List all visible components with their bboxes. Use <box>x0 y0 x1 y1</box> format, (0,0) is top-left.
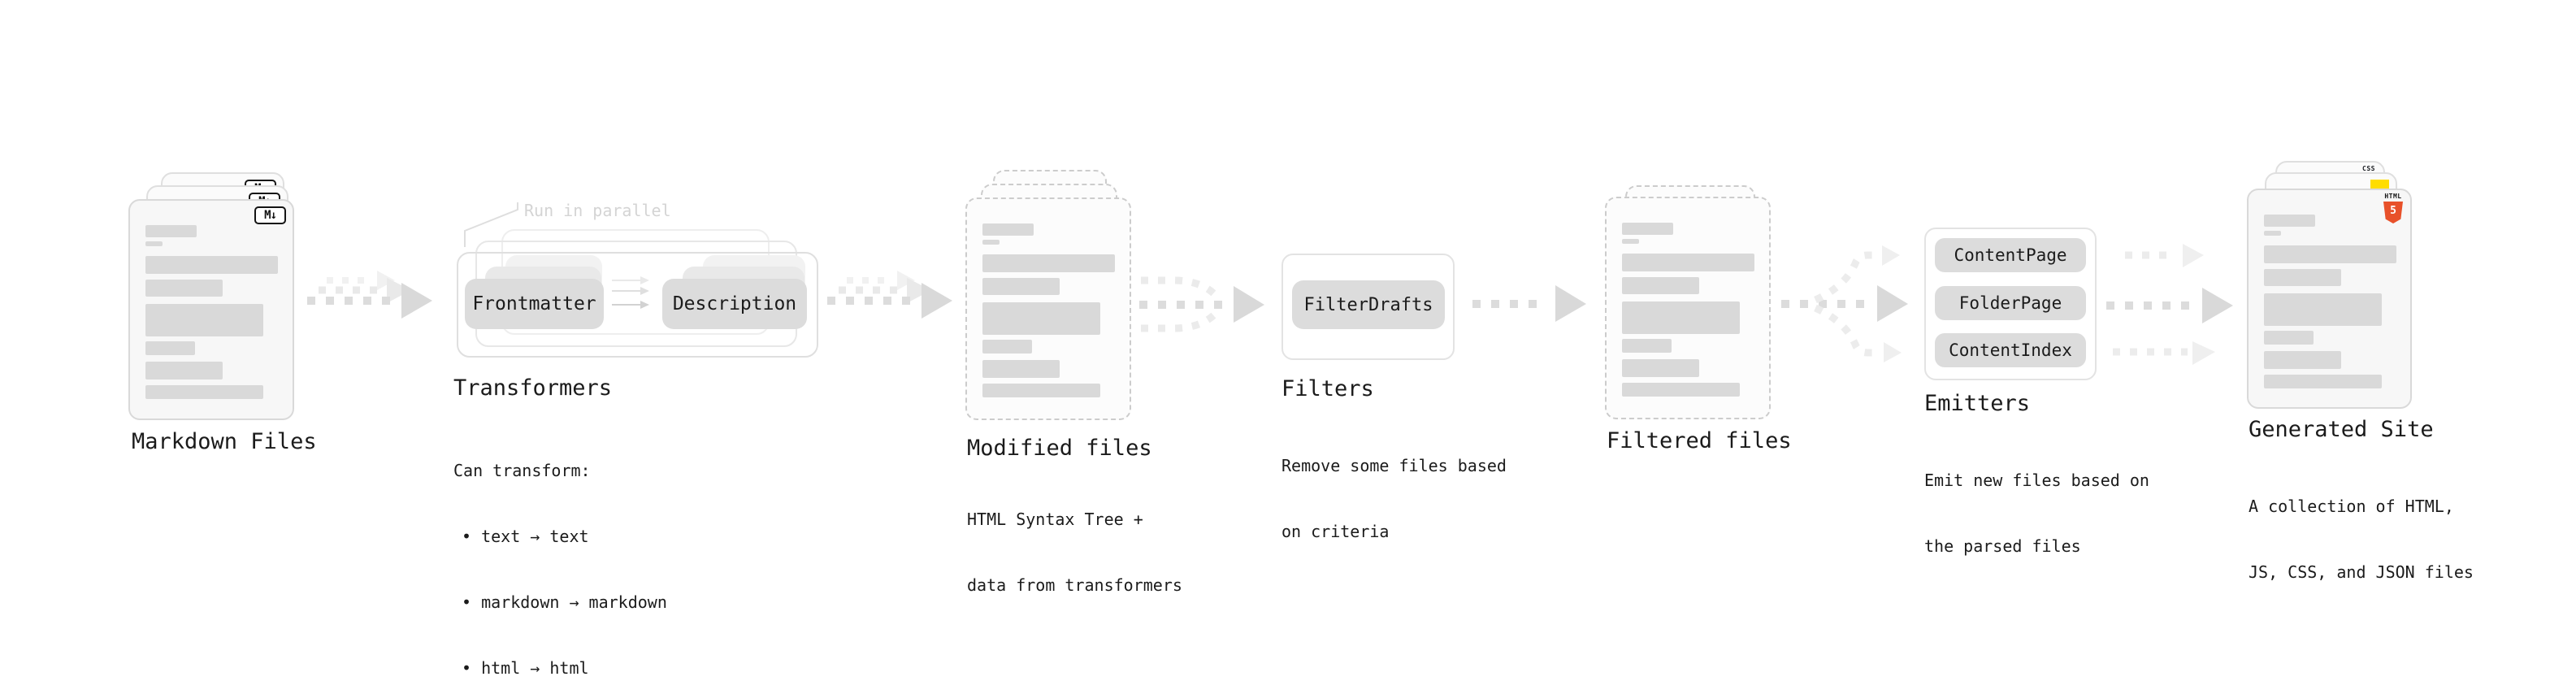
subtitle-line: on criteria <box>1281 522 1390 541</box>
placeholder-bar <box>1622 277 1699 294</box>
filtered-file-card-front <box>1605 197 1771 419</box>
contentpage-node: ContentPage <box>1935 238 2086 272</box>
placeholder-bar <box>982 384 1100 397</box>
placeholder-bar <box>145 241 163 246</box>
transformer-box-front <box>457 252 818 358</box>
transformers-description: Can transform: • text → text • markdown … <box>453 416 667 681</box>
placeholder-bar <box>1622 359 1699 377</box>
modified-files-subtitle: HTML Syntax Tree + data from transformer… <box>967 465 1182 640</box>
placeholder-bar <box>982 240 1000 245</box>
placeholder-bar <box>982 360 1060 378</box>
placeholder-bar <box>1622 383 1740 397</box>
filtered-files-label: Filtered files <box>1607 428 1792 453</box>
placeholder-bar <box>145 362 223 380</box>
subtitle-line: data from transformers <box>967 575 1182 595</box>
frontmatter-node: Frontmatter <box>465 279 604 329</box>
modified-file-card-front <box>965 197 1131 420</box>
placeholder-bar <box>982 302 1100 335</box>
description-node: Description <box>662 279 807 329</box>
transformers-desc-heading: Can transform: <box>453 461 591 480</box>
subtitle-line: JS, CSS, and JSON files <box>2249 562 2474 582</box>
placeholder-bar <box>1622 254 1754 271</box>
placeholder-bar <box>2264 269 2341 286</box>
subtitle-line: Remove some files based <box>1281 456 1507 475</box>
placeholder-bar <box>2264 231 2281 236</box>
generated-site-subtitle: A collection of HTML, JS, CSS, and JSON … <box>2249 452 2474 627</box>
placeholder-bar <box>982 340 1032 354</box>
placeholder-bar <box>145 225 197 237</box>
subtitle-line: A collection of HTML, <box>2249 497 2454 516</box>
css-icon-label: CSS <box>2362 165 2375 172</box>
filterdrafts-node: FilterDrafts <box>1292 280 1445 329</box>
placeholder-bar <box>2264 293 2382 326</box>
placeholder-bar <box>145 280 223 297</box>
placeholder-bar <box>2264 375 2382 388</box>
placeholder-bar <box>1622 301 1740 334</box>
transformers-label: Transformers <box>453 375 613 401</box>
placeholder-bar <box>2264 215 2315 227</box>
doc-content-bars <box>130 201 293 419</box>
contentindex-node: ContentIndex <box>1935 333 2086 367</box>
placeholder-bar <box>982 278 1060 295</box>
transformers-bullet: • markdown → markdown <box>462 592 667 612</box>
subtitle-line: the parsed files <box>1924 536 2081 556</box>
html5-icon-label: HTML <box>2384 193 2402 200</box>
markdown-files-label: Markdown Files <box>132 429 317 454</box>
generated-site-label: Generated Site <box>2249 417 2434 442</box>
run-in-parallel-annotation: Run in parallel <box>524 201 671 220</box>
modified-files-label: Modified files <box>967 436 1152 461</box>
emitters-subtitle: Emit new files based on the parsed files <box>1924 426 2149 601</box>
placeholder-bar <box>982 254 1115 272</box>
placeholder-bar <box>145 256 278 274</box>
placeholder-bar <box>1622 339 1672 353</box>
placeholder-bar <box>1622 223 1673 235</box>
filters-label: Filters <box>1281 376 1374 401</box>
placeholder-bar <box>1622 239 1639 244</box>
placeholder-bar <box>2264 245 2396 263</box>
doc-content-bars <box>967 199 1130 419</box>
filters-subtitle: Remove some files based on criteria <box>1281 411 1507 587</box>
placeholder-bar <box>2264 331 2314 345</box>
doc-content-bars <box>2249 190 2410 407</box>
subtitle-line: HTML Syntax Tree + <box>967 510 1143 529</box>
placeholder-bar <box>145 385 263 399</box>
placeholder-bar <box>982 223 1034 236</box>
subtitle-line: Emit new files based on <box>1924 471 2149 490</box>
placeholder-bar <box>145 341 195 355</box>
placeholder-bar <box>145 304 263 336</box>
html5-icon-number: 5 <box>2390 205 2396 217</box>
transformers-bullet: • html → html <box>462 658 589 678</box>
placeholder-bar <box>2264 351 2341 369</box>
markdown-icon: M↓ <box>254 206 286 224</box>
markdown-file-card-front: M↓ <box>128 199 294 420</box>
doc-content-bars <box>1607 198 1769 418</box>
html5-icon: HTML 5 <box>2383 193 2404 223</box>
emitters-label: Emitters <box>1924 391 2031 416</box>
site-card-html: HTML 5 <box>2247 189 2412 409</box>
folderpage-node: FolderPage <box>1935 286 2086 320</box>
transformers-bullet: • text → text <box>462 527 589 546</box>
javascript-icon <box>2370 180 2389 189</box>
